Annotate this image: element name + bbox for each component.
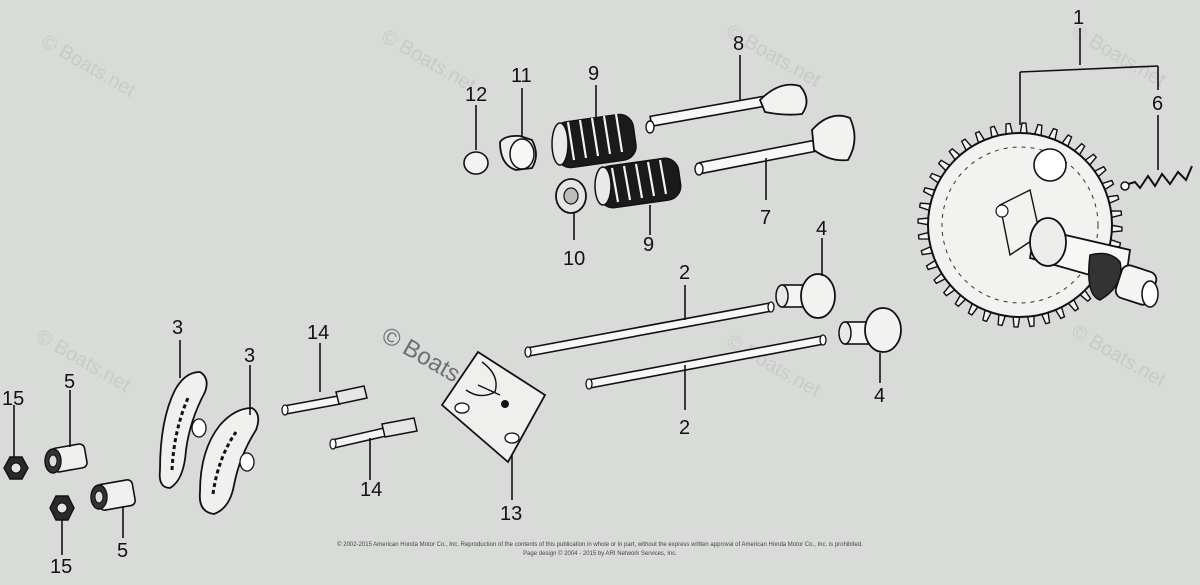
intake-valve	[694, 114, 856, 176]
rocker-arm-left	[158, 371, 208, 489]
rocker-arm-right	[198, 407, 260, 515]
copyright-line-2: Page design © 2004 - 2015 by ARI Network…	[523, 550, 677, 557]
watermark: © Boats.net	[1068, 20, 1170, 92]
callout-9-upper: 9	[588, 63, 599, 85]
callout-6: 6	[1152, 93, 1163, 115]
valve-spring-upper	[551, 113, 637, 169]
callout-2-lower: 2	[679, 417, 690, 439]
callout-10: 10	[563, 248, 585, 270]
lock-nut-upper	[3, 456, 29, 480]
camshaft	[1028, 217, 1159, 308]
callout-labels: 1 6 8 7 9 9 10 11 12 2 2 4 4 3 3 14 14 1…	[2, 7, 1163, 578]
callout-7: 7	[760, 207, 771, 229]
push-rod-upper	[524, 301, 775, 358]
callout-14-upper: 14	[307, 322, 329, 344]
callout-5-upper: 5	[64, 371, 75, 393]
watermark: © Boats.net	[1068, 320, 1170, 392]
callout-3-left: 3	[172, 317, 183, 339]
push-rod-lower	[585, 334, 827, 390]
exhaust-valve	[645, 83, 808, 134]
watermark: © Boats.net	[723, 20, 825, 92]
rocker-arm-pivot-lower	[329, 417, 418, 450]
callout-2-upper: 2	[679, 262, 690, 284]
callout-5-lower: 5	[117, 540, 128, 562]
callout-4-lower: 4	[874, 385, 885, 407]
valve-rotator	[499, 134, 537, 171]
spring-retainer	[555, 178, 587, 214]
callout-4-upper: 4	[816, 218, 827, 240]
callout-11: 11	[511, 65, 532, 87]
callout-15-upper: 15	[2, 388, 24, 410]
valve-spring-lower	[594, 157, 682, 209]
callout-1: 1	[1073, 7, 1084, 29]
watermark: © Boats.net	[38, 30, 140, 102]
watermark: © Boats.net	[33, 325, 135, 397]
rocker-arm-pivot-upper	[281, 385, 368, 416]
callout-13: 13	[500, 503, 522, 525]
valve-cap	[463, 151, 489, 175]
lock-nut-lower	[49, 495, 75, 521]
push-rod-guide-plate	[440, 350, 547, 464]
pivot-adjusting-nut-lower	[90, 479, 136, 511]
cam-gear	[917, 122, 1123, 328]
tappet-lower	[838, 307, 902, 353]
callout-12: 12	[465, 84, 487, 106]
callout-9-lower: 9	[643, 234, 654, 256]
callout-8: 8	[733, 33, 744, 55]
leader-lines	[13, 28, 1159, 555]
pivot-adjusting-nut-upper	[44, 443, 88, 474]
copyright-line-1: © 2002-2015 American Honda Motor Co., In…	[337, 541, 863, 548]
callout-14-lower: 14	[360, 479, 382, 501]
decompressor-spring	[1120, 165, 1193, 191]
camshaft-gear-assembly	[917, 122, 1193, 328]
callout-15-lower: 15	[50, 556, 72, 578]
tappet-upper	[775, 273, 836, 319]
callout-3-right: 3	[244, 345, 255, 367]
